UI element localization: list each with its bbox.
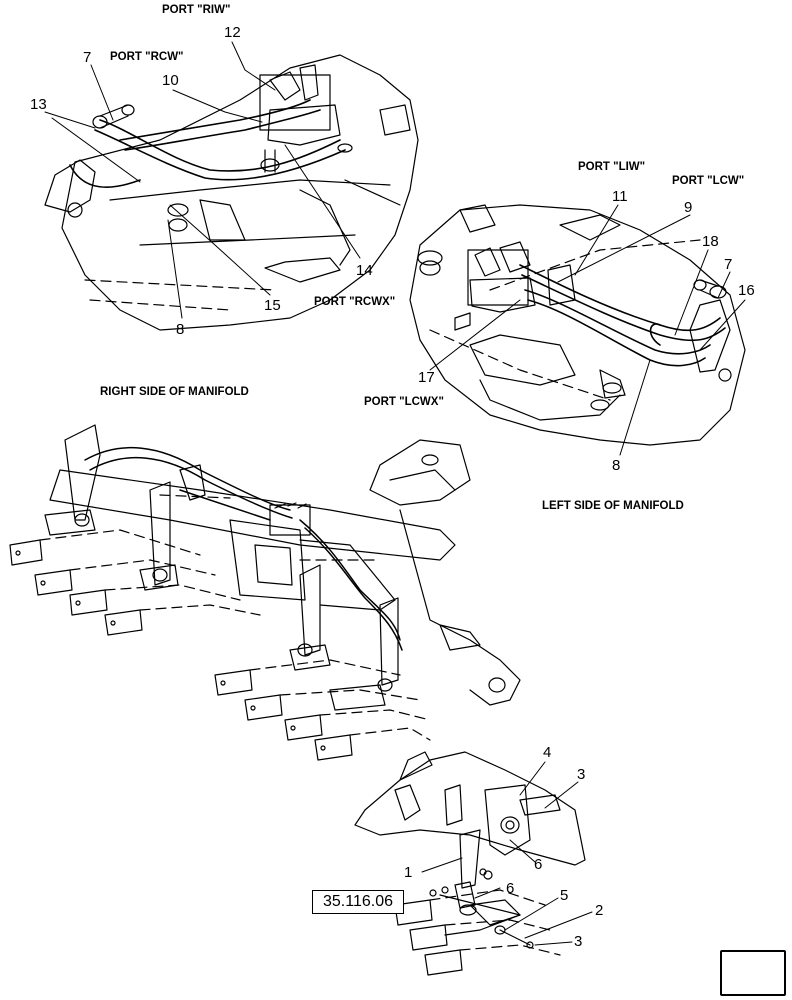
callout-7-left: 7 (724, 256, 733, 273)
right-side-caption: RIGHT SIDE OF MANIFOLD (100, 386, 249, 398)
callout-11: 11 (612, 188, 628, 205)
port-lcwx-label: PORT "LCWX" (364, 396, 444, 408)
reference-link-box[interactable]: 35.116.06 (312, 890, 404, 914)
callout-6-bottom: 6 (506, 880, 515, 897)
callout-8-left: 8 (612, 457, 621, 474)
callout-18: 18 (702, 233, 719, 250)
callout-12: 12 (224, 24, 241, 41)
next-page-button[interactable] (720, 950, 786, 996)
callout-7-right: 7 (83, 49, 92, 66)
port-lcw-label: PORT "LCW" (672, 175, 745, 187)
bottom-shank-detail (354, 751, 586, 976)
callout-10: 10 (162, 72, 179, 89)
callout-6-top: 6 (534, 856, 543, 873)
main-assembly (9, 424, 521, 761)
callout-13: 13 (30, 96, 47, 113)
callout-17: 17 (418, 369, 435, 386)
port-liw-label: PORT "LIW" (578, 161, 646, 173)
callout-4: 4 (543, 744, 552, 761)
port-rcw-label: PORT "RCW" (110, 51, 184, 63)
callout-15: 15 (264, 297, 281, 314)
callout-14: 14 (356, 262, 373, 279)
port-rcwx-label: PORT "RCWX" (314, 296, 396, 308)
left-manifold-detail (409, 204, 746, 446)
left-side-caption: LEFT SIDE OF MANIFOLD (542, 500, 684, 512)
callout-3-bottom: 3 (574, 933, 583, 950)
callout-16: 16 (738, 282, 755, 299)
callout-3-top: 3 (577, 766, 586, 783)
callout-9: 9 (684, 199, 693, 216)
port-riw-label: PORT "RIW" (162, 4, 231, 16)
right-manifold-detail (44, 54, 419, 331)
callout-8-right: 8 (176, 321, 185, 338)
callout-5: 5 (560, 887, 569, 904)
callout-1: 1 (404, 864, 413, 881)
callout-2: 2 (595, 902, 604, 919)
